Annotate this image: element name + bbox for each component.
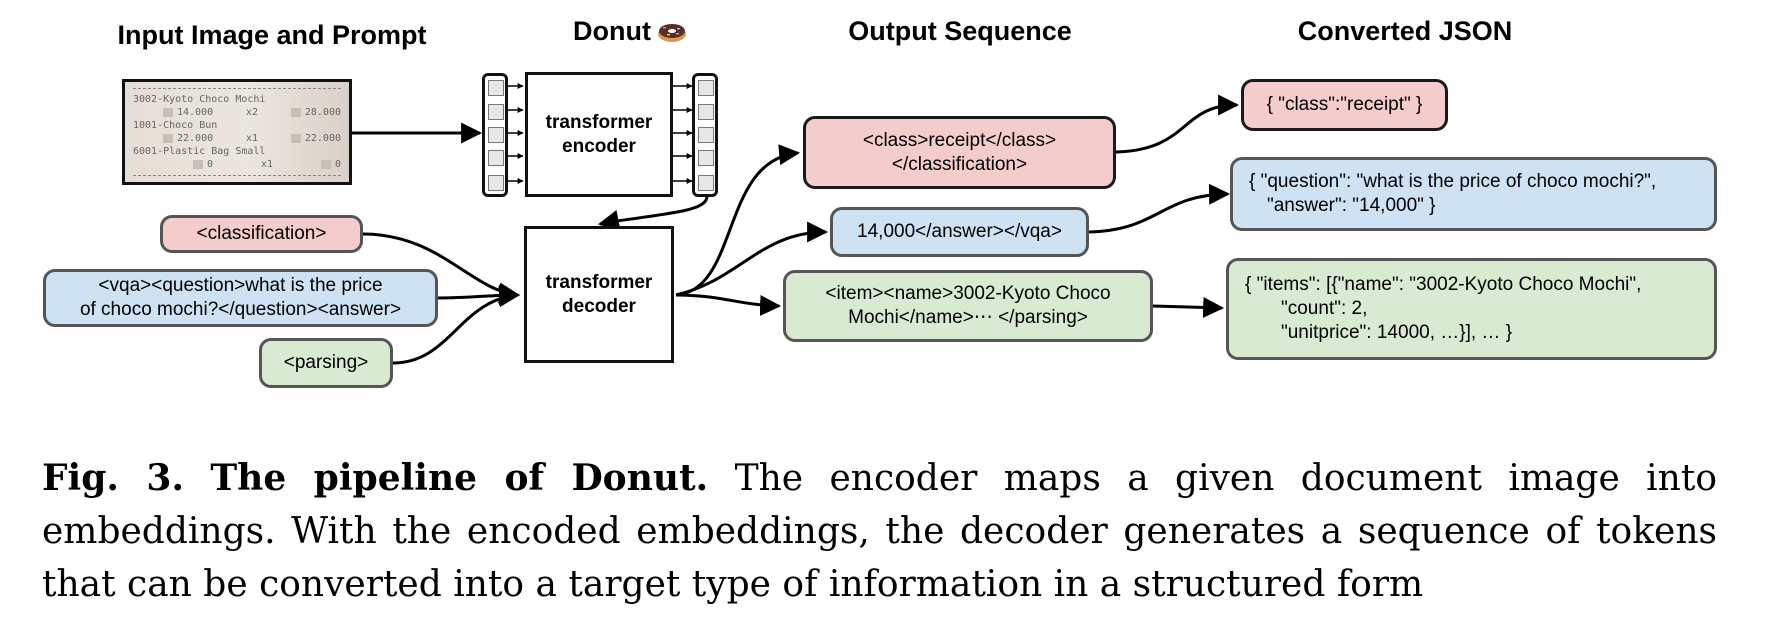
header-model: Donut [530, 16, 730, 47]
output-parsing-line: <item><name>3002-Kyoto Choco [825, 283, 1111, 304]
token [488, 127, 504, 143]
json-parsing-line: { "items": [{"name": "3002-Kyoto Choco M… [1245, 274, 1642, 295]
decoder-label-line: transformer [545, 271, 653, 293]
prompt-classification: <classification> [160, 215, 363, 253]
receipt-line: 3002-Kyoto Choco Mochi [133, 94, 266, 105]
output-classification-line: <class>receipt</class> [862, 129, 1057, 151]
header-input: Input Image and Prompt [117, 20, 427, 50]
output-classification: <class>receipt</class></classification> [803, 116, 1116, 189]
header-json: Converted JSON [1297, 16, 1513, 46]
arrow-json-vqa [1088, 183, 1231, 234]
header-output: Output Sequence [848, 16, 1072, 46]
output-classification-line: </classification> [891, 153, 1028, 175]
json-parsing-line: "count": 2, [1281, 298, 1368, 319]
decoder-label-line: decoder [562, 295, 636, 317]
prompt-vqa: <vqa><question>what is the price of choco… [43, 269, 438, 327]
prompt-parsing: <parsing> [259, 338, 393, 388]
arrow-prompt-parsing [392, 286, 521, 365]
header-model-label: Donut [573, 16, 651, 46]
json-classification-text: { "class":"receipt" } [1266, 94, 1423, 115]
prompt-vqa-line: of choco mochi?</question><answer> [79, 299, 402, 320]
json-vqa-line: { "question": "what is the price of choc… [1249, 171, 1657, 192]
caption-label: Fig. 3. [42, 457, 184, 499]
receipt-line: 6001-Plastic Bag Small [133, 146, 266, 157]
encoder-label-line: transformer [545, 111, 653, 133]
token [488, 150, 504, 166]
prompt-vqa-line: <vqa><question>what is the price [98, 275, 383, 296]
figure-caption: Fig. 3. The pipeline of Donut. The encod… [42, 452, 1717, 611]
caption-text: The encoder maps a given document image … [42, 458, 1717, 605]
token-arrows [506, 83, 693, 184]
json-vqa-line: "answer": "14,000" } [1267, 195, 1436, 216]
prompt-parsing-text: <parsing> [283, 352, 369, 373]
arrow-output-vqa [675, 221, 829, 297]
arrow-output-parsing [675, 293, 782, 317]
json-classification: { "class":"receipt" } [1241, 79, 1448, 131]
connector-layer [352, 83, 1240, 365]
arrow-json-classification [1115, 94, 1240, 154]
prompt-classification-text: <classification> [196, 223, 327, 244]
token [488, 80, 504, 96]
token [488, 104, 504, 120]
encoder-label-line: encoder [562, 135, 636, 157]
token [698, 175, 714, 191]
output-parsing-line: Mochi</name>⋯ </parsing> [848, 307, 1088, 328]
token [698, 127, 714, 143]
token [698, 80, 714, 96]
donut-icon [657, 24, 686, 42]
caption-title: The pipeline of Donut. [210, 457, 709, 499]
json-vqa: { "question": "what is the price of choc… [1230, 157, 1717, 231]
output-vqa: 14,000</answer></vqa> [830, 207, 1089, 257]
output-token-column [692, 73, 718, 197]
token [698, 104, 714, 120]
token [698, 150, 714, 166]
token [488, 175, 504, 191]
input-token-column [482, 73, 508, 197]
arrow-json-parsing [1152, 296, 1225, 318]
arrow-encoder-to-decoder [597, 196, 709, 231]
json-parsing: { "items": [{"name": "3002-Kyoto Choco M… [1226, 258, 1717, 360]
output-vqa-text: 14,000</answer></vqa> [857, 221, 1062, 242]
json-parsing-line: "unitprice": 14000, …}], … } [1281, 322, 1513, 343]
receipt-line: 1001-Choco Bun [133, 120, 218, 131]
